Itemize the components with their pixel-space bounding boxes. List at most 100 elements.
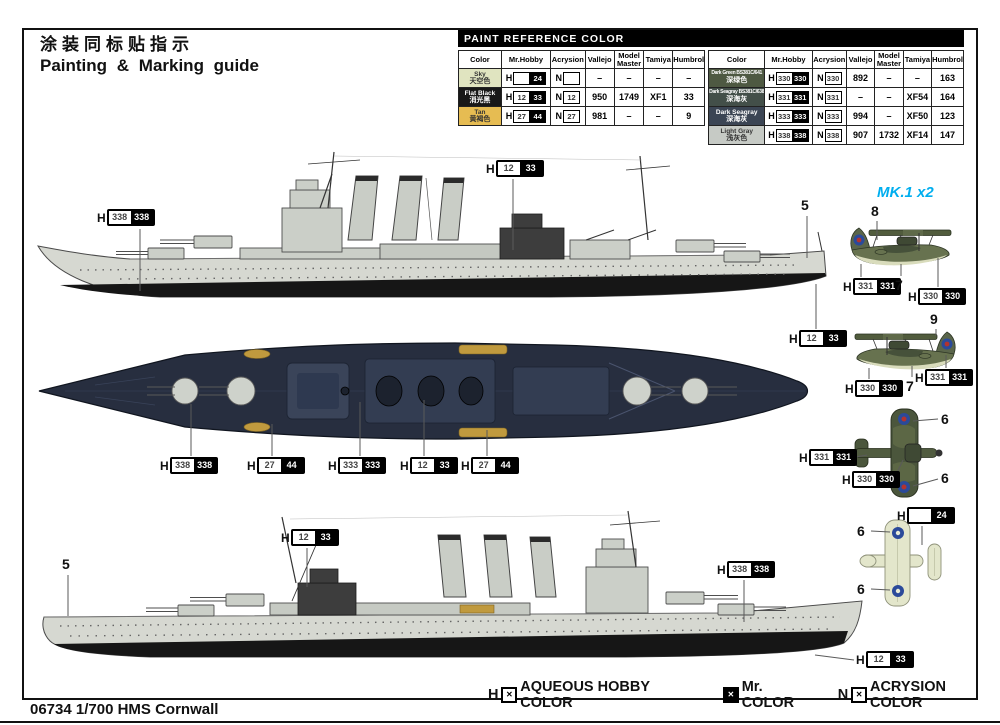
paint-table-header: Acrysion bbox=[550, 50, 586, 69]
legend-label: ACRYSION COLOR bbox=[869, 679, 946, 711]
part-number-label: 9 bbox=[930, 311, 938, 327]
vallejo-cell: – bbox=[584, 68, 615, 88]
part-number-label: 7 bbox=[906, 378, 914, 394]
model-master-cell: – bbox=[613, 106, 645, 126]
vallejo-cell: 994 bbox=[845, 106, 876, 126]
ship-side-profile-bottom bbox=[42, 510, 863, 658]
model-master-cell: 1732 bbox=[874, 125, 904, 145]
model-master-cell: – bbox=[874, 68, 904, 88]
vallejo-cell: 981 bbox=[584, 106, 615, 126]
ship-side-profile-top bbox=[37, 151, 827, 298]
legend-item: N✕ACRYSION COLOR bbox=[838, 679, 1000, 711]
paint-table-header: Humbrol bbox=[931, 50, 964, 69]
tamiya-cell: XF50 bbox=[902, 106, 933, 126]
legend-item: H✕AQUEOUS HOBBY COLOR bbox=[488, 679, 703, 711]
humbrol-cell: 147 bbox=[931, 125, 964, 145]
humbrol-cell: 163 bbox=[931, 68, 964, 88]
model-master-cell: – bbox=[613, 68, 645, 88]
paint-table-header: Acrysion bbox=[811, 50, 847, 69]
paint-table-header: Model Master bbox=[874, 50, 904, 69]
vallejo-cell: – bbox=[845, 87, 876, 107]
aircraft-type-label: MK.1 x2 bbox=[877, 184, 934, 201]
page-border-frame bbox=[22, 28, 978, 700]
vallejo-cell: 950 bbox=[584, 87, 615, 107]
legend-label: Mr. COLOR bbox=[741, 679, 795, 711]
product-title: 06734 1/700 HMS Cornwall bbox=[30, 701, 219, 718]
part-number-label: 8 bbox=[871, 203, 879, 219]
part-number-label: 5 bbox=[801, 197, 809, 213]
legend-prefix: N bbox=[837, 687, 849, 703]
ship-top-view bbox=[38, 342, 809, 440]
paint-table-header: Tamiya bbox=[643, 50, 674, 69]
color-system-legend: H✕AQUEOUS HOBBY COLOR ✕ Mr. COLOR N✕ACRYSIO… bbox=[488, 679, 1000, 711]
humbrol-cell: 164 bbox=[931, 87, 964, 107]
paint-table-header: Model Master bbox=[613, 50, 645, 69]
tamiya-cell: – bbox=[643, 106, 674, 126]
humbrol-cell: – bbox=[672, 68, 706, 88]
humbrol-cell: 9 bbox=[672, 106, 706, 126]
paint-table-title: PAINT REFERENCE COLOR bbox=[458, 30, 964, 47]
paint-table-header: Mr.Hobby bbox=[764, 50, 813, 69]
footer-rule bbox=[0, 721, 1000, 723]
mr-hobby-chip: H 24 bbox=[506, 71, 547, 85]
mr-hobby-cell: H 24 bbox=[500, 68, 552, 88]
paint-callout: H 24 bbox=[897, 507, 955, 524]
tamiya-cell: – bbox=[902, 68, 933, 88]
humbrol-cell: 123 bbox=[931, 106, 964, 126]
page-title-english: Painting & Marking guide bbox=[40, 56, 260, 76]
model-master-cell: – bbox=[874, 106, 904, 126]
legend-box-icon: ✕ bbox=[851, 687, 867, 703]
acrysion-cell: N bbox=[550, 68, 586, 88]
paint-table-header: Humbrol bbox=[672, 50, 706, 69]
model-master-cell: 1749 bbox=[613, 87, 645, 107]
paint-table-header: Vallejo bbox=[845, 50, 876, 69]
paint-table-header: Mr.Hobby bbox=[500, 50, 552, 69]
tamiya-cell: XF14 bbox=[902, 125, 933, 145]
paint-table-header: Tamiya bbox=[902, 50, 933, 69]
aircraft-bottom-view bbox=[859, 519, 942, 607]
tamiya-cell: XF54 bbox=[902, 87, 933, 107]
part-number-label: 5 bbox=[62, 556, 70, 572]
vallejo-cell: 892 bbox=[845, 68, 876, 88]
humbrol-cell: 33 bbox=[672, 87, 706, 107]
page-title: 涂装同标贴指示 Painting & Marking guide bbox=[40, 34, 259, 77]
